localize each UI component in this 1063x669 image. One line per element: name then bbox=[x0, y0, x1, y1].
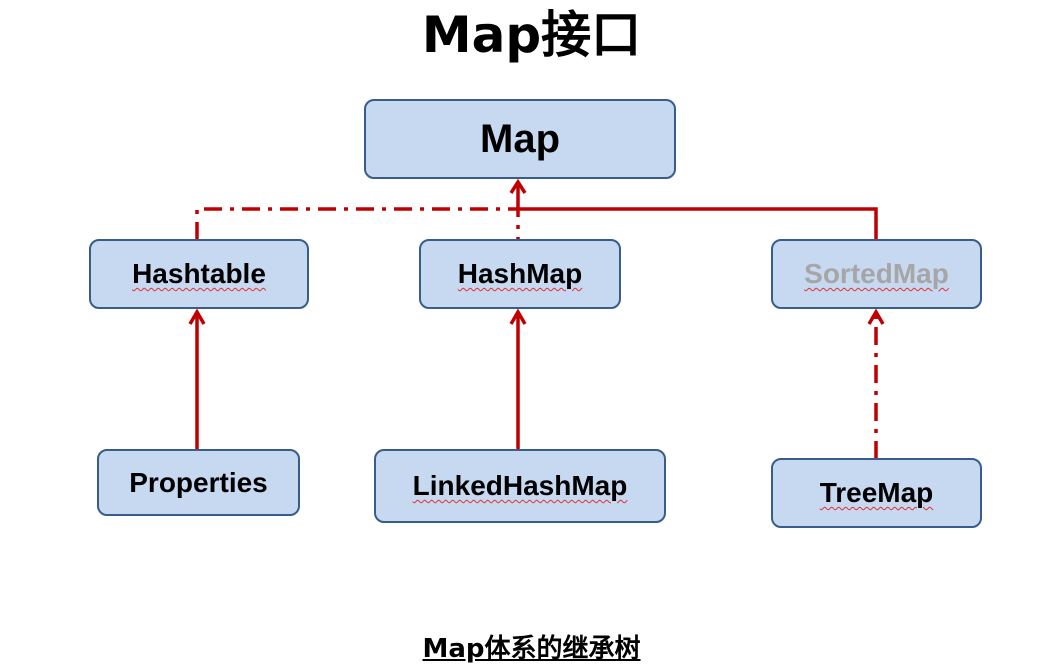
node-hashmap: HashMap bbox=[419, 239, 621, 309]
node-linkedhashmap-label: LinkedHashMap bbox=[412, 470, 628, 501]
diagram-title: Map接口 bbox=[421, 6, 642, 64]
node-sortedmap-label: SortedMap bbox=[804, 258, 949, 289]
node-hashtable-label: Hashtable bbox=[132, 258, 266, 289]
edge-hashtable-to-map bbox=[195, 207, 520, 240]
diagram-caption: Map体系的继承树 bbox=[422, 634, 641, 664]
node-map-label: Map bbox=[480, 116, 560, 161]
arrowhead-hashtable bbox=[188, 308, 206, 325]
node-treemap: TreeMap bbox=[771, 458, 982, 528]
node-properties-label: Properties bbox=[129, 466, 268, 498]
arrowhead-sortedmap bbox=[867, 308, 885, 325]
node-treemap-label: TreeMap bbox=[819, 477, 934, 508]
arrowhead-hashmap bbox=[509, 308, 527, 325]
node-properties: Properties bbox=[97, 449, 300, 516]
arrowhead-map bbox=[509, 178, 527, 194]
edge-sortedmap-to-map bbox=[518, 207, 878, 240]
node-sortedmap: SortedMap bbox=[771, 239, 982, 309]
node-map: Map bbox=[364, 99, 676, 179]
node-hashmap-label: HashMap bbox=[457, 258, 583, 289]
node-hashtable: Hashtable bbox=[89, 239, 309, 309]
node-linkedhashmap: LinkedHashMap bbox=[374, 449, 666, 523]
